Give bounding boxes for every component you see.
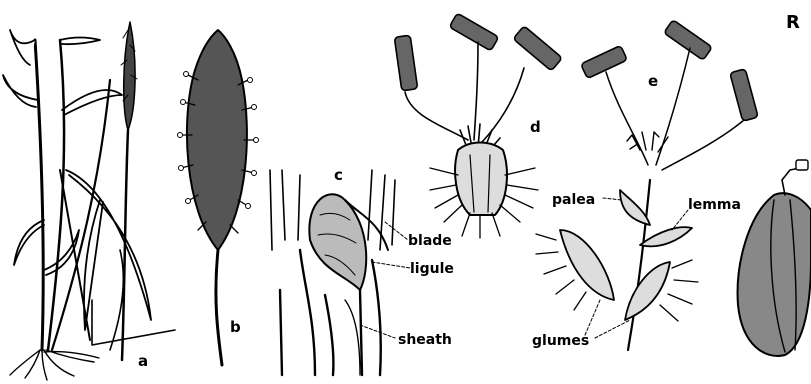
- label-glumes: glumes: [532, 334, 589, 348]
- panel-label-e: e: [648, 74, 658, 89]
- panel-a-whole-plant: [3, 22, 175, 380]
- grain-illustration: [738, 160, 811, 356]
- label-blade: blade: [408, 234, 452, 248]
- panel-label-b: b: [230, 320, 241, 335]
- label-sheath: sheath: [398, 333, 452, 347]
- label-palea: palea: [552, 193, 595, 207]
- label-ligule: ligule: [410, 262, 454, 276]
- panel-b-spike: [178, 30, 259, 365]
- corner-mark: R: [786, 14, 800, 32]
- panel-e-spikelet: [536, 20, 758, 350]
- panel-label-a: a: [138, 354, 148, 369]
- panel-label-d: d: [530, 120, 541, 135]
- label-lemma: lemma: [688, 198, 741, 212]
- panel-label-c: c: [334, 168, 343, 183]
- panel-c-leaf-junction: [270, 170, 410, 375]
